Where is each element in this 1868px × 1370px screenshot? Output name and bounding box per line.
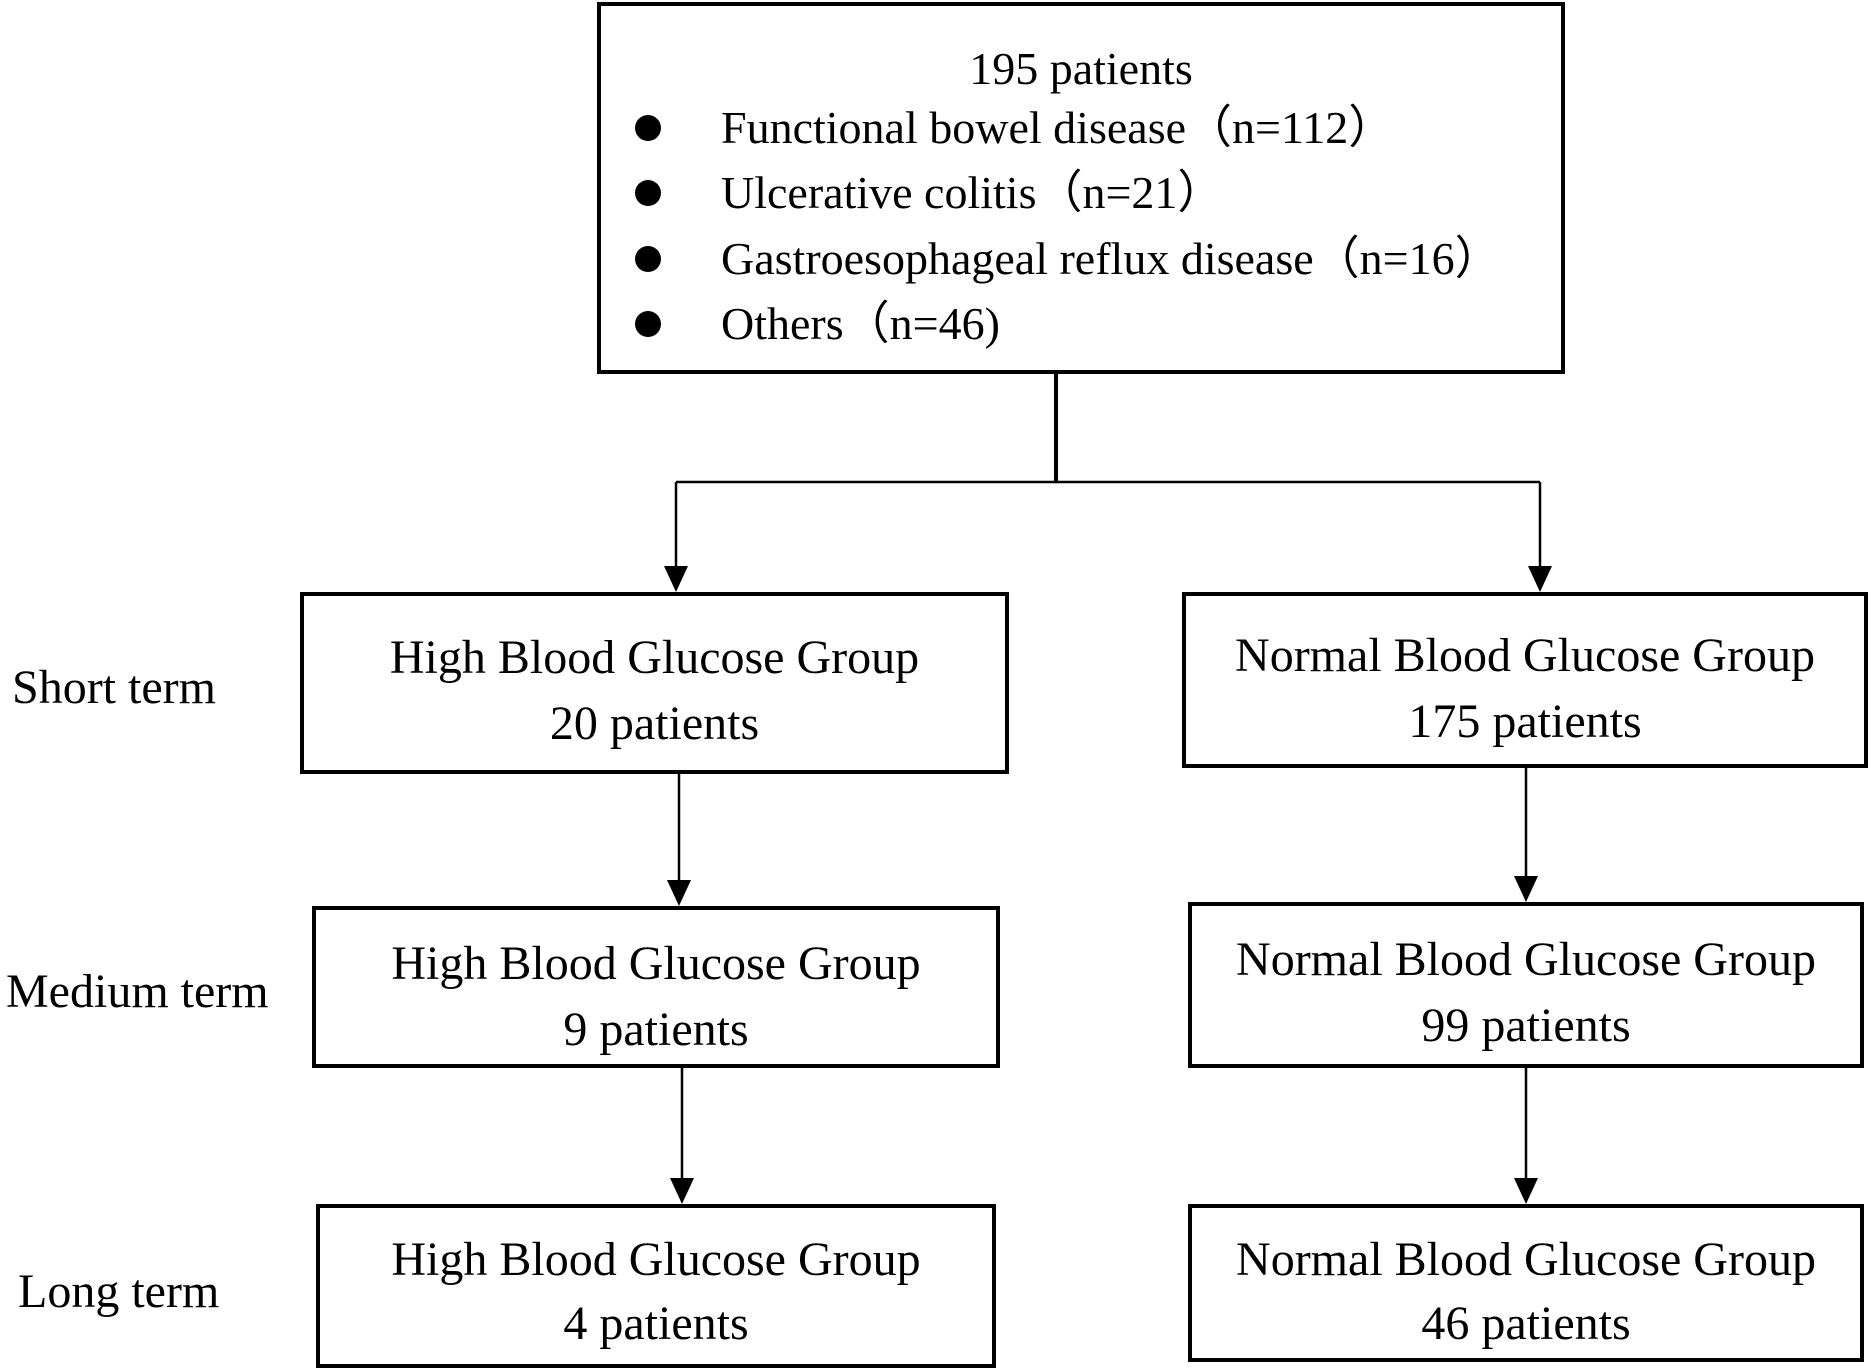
bullet-icon <box>635 180 661 206</box>
total-patients-title: 195 patients <box>969 43 1193 94</box>
arrowhead-short-high <box>664 566 688 592</box>
group-name: High Blood Glucose Group <box>391 1233 921 1286</box>
item-others: Others（n=46) <box>721 298 1000 349</box>
long-term-high-box: High Blood Glucose Group 4 patients <box>316 1204 996 1368</box>
group-name: High Blood Glucose Group <box>391 937 921 990</box>
arrowhead-long-normal <box>1514 1178 1538 1204</box>
bullet-icon <box>635 246 661 272</box>
medium-term-high-box: High Blood Glucose Group 9 patients <box>312 906 1000 1068</box>
long-term-normal-box: Normal Blood Glucose Group 46 patients <box>1188 1204 1864 1362</box>
short-term-normal-box: Normal Blood Glucose Group 175 patients <box>1182 592 1868 768</box>
patient-count: 9 patients <box>563 1003 749 1056</box>
short-term-high-box: High Blood Glucose Group 20 patients <box>300 592 1009 774</box>
top-summary-box: 195 patients Functional bowel disease（n=… <box>597 2 1565 374</box>
group-name: Normal Blood Glucose Group <box>1235 629 1815 682</box>
item-ulcerative-colitis: Ulcerative colitis（n=21） <box>721 167 1224 218</box>
row-label-long-term: Long term <box>18 1265 220 1318</box>
bullet-icon <box>635 115 661 141</box>
arrowhead-medium-normal <box>1514 876 1538 902</box>
group-name: Normal Blood Glucose Group <box>1236 933 1816 986</box>
arrowhead-medium-high <box>667 880 691 906</box>
patient-count: 46 patients <box>1421 1297 1631 1350</box>
medium-term-normal-box: Normal Blood Glucose Group 99 patients <box>1188 902 1864 1068</box>
patient-count: 20 patients <box>549 697 760 750</box>
group-name: Normal Blood Glucose Group <box>1236 1233 1816 1286</box>
arrowhead-short-normal <box>1528 566 1552 592</box>
item-functional-bowel-disease: Functional bowel disease（n=112） <box>721 102 1395 153</box>
patient-count: 99 patients <box>1421 999 1631 1052</box>
arrowhead-long-high <box>670 1178 694 1204</box>
bullet-icon <box>635 311 661 337</box>
group-name: High Blood Glucose Group <box>389 631 920 684</box>
patient-count: 175 patients <box>1408 695 1642 748</box>
patient-count: 4 patients <box>563 1297 749 1350</box>
row-label-short-term: Short term <box>12 661 216 714</box>
item-gerd: Gastroesophageal reflux disease（n=16） <box>721 233 1501 284</box>
row-label-medium-term: Medium term <box>6 965 269 1018</box>
